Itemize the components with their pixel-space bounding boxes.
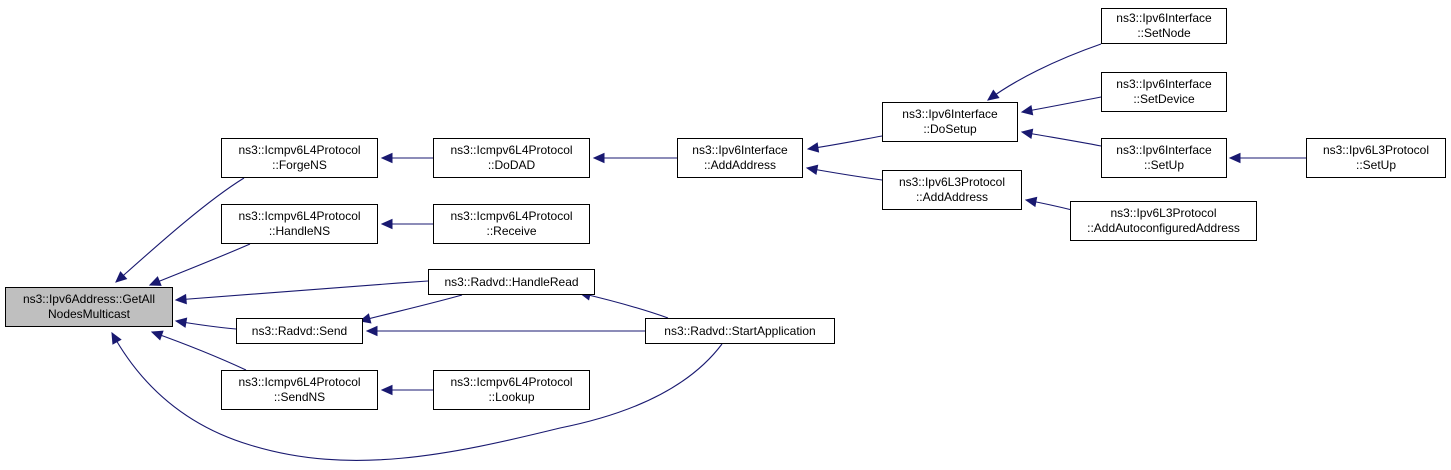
arrowhead-l3addaddress-addaddress — [805, 164, 819, 176]
node-label-line: ::SetUp — [1355, 158, 1397, 172]
node-label-line: ::DoDAD — [487, 158, 536, 172]
node-label-line: ns3::Radvd::StartApplication — [664, 323, 816, 338]
arrowhead-addaddress-dodad — [592, 152, 605, 164]
edge-handlens-root — [149, 243, 251, 286]
arrowhead-ifsetup-dosetup — [1020, 128, 1034, 140]
node-label-line: ns3::Icmpv6L4Protocol — [450, 143, 573, 157]
arrowhead-send-root — [174, 317, 188, 328]
node-label-line: NodesMulticast — [47, 307, 131, 321]
edge-handleread-root — [175, 280, 429, 301]
node-label-line: ns3::Icmpv6L4Protocol — [238, 375, 361, 389]
node-label-line: ns3::Icmpv6L4Protocol — [238, 143, 361, 157]
node-ifsetup[interactable]: ns3::Ipv6Interface::SetUp — [1101, 138, 1227, 178]
node-dodad[interactable]: ns3::Icmpv6L4Protocol::DoDAD — [433, 138, 590, 178]
edge-setnode-dosetup — [987, 43, 1102, 101]
node-label-line: ::HandleNS — [268, 224, 331, 238]
node-dosetup[interactable]: ns3::Ipv6Interface::DoSetup — [882, 102, 1018, 142]
arrowhead-l3setup-ifsetup — [1228, 152, 1241, 164]
node-label-line: ns3::Ipv6Interface — [692, 143, 788, 157]
node-autoconf[interactable]: ns3::Ipv6L3Protocol::AddAutoconfiguredAd… — [1070, 201, 1257, 241]
node-label-line: ::AddAutoconfiguredAddress — [1087, 221, 1240, 235]
node-forgens[interactable]: ns3::Icmpv6L4Protocol::ForgeNS — [221, 138, 378, 178]
arrowhead-handleread-root — [174, 293, 187, 305]
edge-setdevice-dosetup — [1021, 96, 1102, 113]
arrowhead-setnode-dosetup — [987, 89, 1000, 101]
arrowhead-startapp-send — [365, 325, 378, 337]
arrowhead-dodad-forgens — [380, 152, 393, 164]
node-lookup[interactable]: ns3::Icmpv6L4Protocol::Lookup — [433, 370, 590, 410]
node-label-line: ns3::Ipv6Address::GetAll — [22, 292, 156, 306]
edge-startapp-handleread — [579, 292, 669, 319]
arrowhead-sendns-root — [150, 330, 164, 341]
node-handleread[interactable]: ns3::Radvd::HandleRead — [428, 269, 595, 295]
node-label-line: ::ForgeNS — [272, 158, 327, 172]
node-send[interactable]: ns3::Radvd::Send — [236, 318, 363, 344]
node-label-line: ::AddAddress — [703, 158, 777, 172]
node-label-line: ns3::Ipv6Interface — [1116, 77, 1212, 91]
node-l3addaddress[interactable]: ns3::Ipv6L3Protocol::AddAddress — [882, 170, 1022, 210]
node-label-line: ::AddAddress — [915, 190, 989, 204]
node-label-line: ns3::Ipv6Interface — [902, 107, 998, 121]
node-receive[interactable]: ns3::Icmpv6L4Protocol::Receive — [433, 204, 590, 244]
node-label-line: ::Lookup — [488, 390, 535, 404]
node-sendns[interactable]: ns3::Icmpv6L4Protocol::SendNS — [221, 370, 378, 410]
edge-sendns-root — [151, 331, 247, 371]
node-label-line: ns3::Radvd::HandleRead — [444, 274, 579, 289]
arrowhead-handlens-root — [148, 276, 162, 286]
node-handlens[interactable]: ns3::Icmpv6L4Protocol::HandleNS — [221, 204, 378, 244]
edge-handleread-send — [359, 294, 463, 322]
node-label-line: ns3::Ipv6Interface — [1116, 11, 1212, 25]
node-label-line: ::SetNode — [1137, 26, 1191, 40]
node-setnode[interactable]: ns3::Ipv6Interface::SetNode — [1101, 8, 1227, 44]
edge-forgens-root — [115, 177, 245, 283]
arrowhead-receive-handlens — [380, 218, 393, 230]
node-label-line: ns3::Ipv6L3Protocol — [1110, 206, 1217, 220]
node-label-line: ns3::Icmpv6L4Protocol — [238, 209, 361, 223]
arrowhead-startapp-root — [111, 331, 122, 345]
node-startapp[interactable]: ns3::Radvd::StartApplication — [645, 318, 835, 344]
edge-dosetup-addaddress — [807, 135, 883, 150]
node-setdevice[interactable]: ns3::Ipv6Interface::SetDevice — [1101, 72, 1227, 112]
node-label-line: ns3::Radvd::Send — [251, 323, 348, 338]
arrowhead-autoconf-l3addaddress — [1024, 196, 1038, 208]
node-label-line: ::SetUp — [1143, 158, 1185, 172]
node-label-line: ::DoSetup — [923, 122, 977, 136]
arrowhead-setdevice-dosetup — [1020, 104, 1034, 116]
edge-ifsetup-dosetup — [1021, 131, 1102, 147]
edge-l3addaddress-addaddress — [806, 167, 883, 181]
arrowhead-forgens-root — [115, 271, 128, 283]
node-addaddress[interactable]: ns3::Ipv6Interface::AddAddress — [677, 138, 803, 178]
node-label-line: ns3::Ipv6L3Protocol — [898, 175, 1006, 189]
node-label-line: ns3::Icmpv6L4Protocol — [450, 209, 573, 223]
node-label-line: ns3::Ipv6Interface — [1116, 143, 1212, 157]
edge-startapp-root — [111, 332, 723, 461]
node-label-line: ns3::Ipv6L3Protocol — [1322, 143, 1430, 157]
arrowhead-lookup-sendns — [380, 384, 393, 396]
node-label-line: ::Receive — [486, 224, 537, 238]
node-label-line: ::SetDevice — [1133, 92, 1195, 106]
node-label-line: ::SendNS — [273, 390, 326, 404]
node-label-line: ns3::Icmpv6L4Protocol — [450, 375, 573, 389]
node-l3setup[interactable]: ns3::Ipv6L3Protocol::SetUp — [1306, 138, 1446, 178]
arrowhead-dosetup-addaddress — [806, 142, 820, 153]
